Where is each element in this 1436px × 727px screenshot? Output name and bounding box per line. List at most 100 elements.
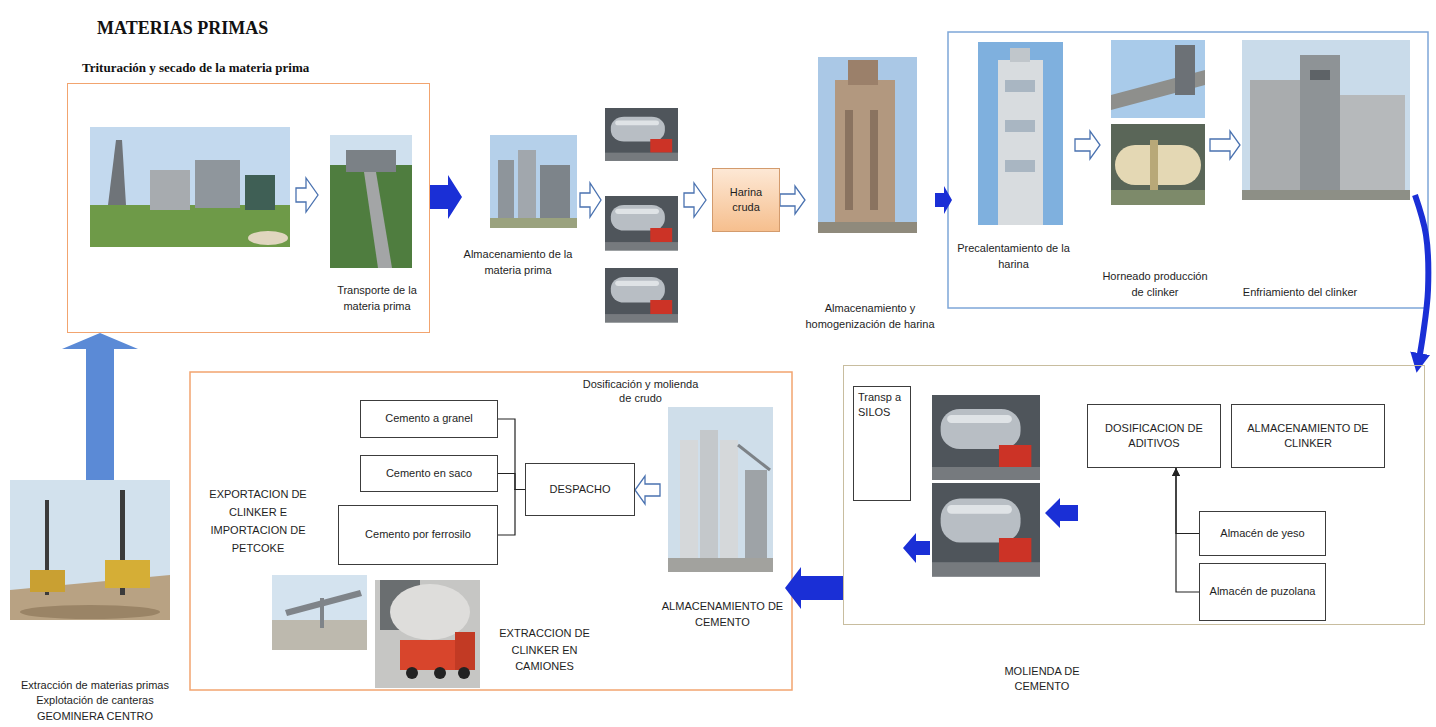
silo-slot xyxy=(845,110,853,210)
silo xyxy=(700,430,718,562)
photo-step: ALMACENAMIENTO DE CEMENTO xyxy=(660,405,785,630)
flow-arrow xyxy=(1045,498,1078,528)
drill-machine xyxy=(105,560,150,588)
photo-ground xyxy=(272,620,367,650)
silo-top xyxy=(848,60,878,85)
flow-arrow xyxy=(903,533,930,563)
note-box: EXTRACCION DE CLINKER EN CAMIONES xyxy=(492,625,597,675)
tower xyxy=(745,470,767,562)
photo-caption: Transporte de la materia prima xyxy=(323,283,431,314)
feed-line xyxy=(1176,468,1199,592)
silo xyxy=(518,150,536,220)
silo-slot xyxy=(870,110,878,210)
mill-photo xyxy=(932,395,1040,480)
box-label: ALMACENAMIENTO DE CLINKER xyxy=(1238,421,1378,452)
box-label: DESPACHO xyxy=(550,482,611,497)
silo-building xyxy=(835,80,895,233)
kiln-frame xyxy=(948,32,1428,308)
note-label: EXTRACCION DE CLINKER EN CAMIONES xyxy=(492,625,597,675)
flow-curve xyxy=(1415,195,1428,365)
photo-caption: Precalentamiento de la harina xyxy=(952,241,1075,272)
photo-step: Almacenamiento de la materia prima xyxy=(462,133,574,278)
photo-trees xyxy=(330,135,412,268)
flow-arrow xyxy=(430,175,462,219)
support xyxy=(320,598,324,628)
rubble xyxy=(20,605,160,619)
photo-sky xyxy=(1111,40,1205,118)
photo-sky xyxy=(90,127,290,247)
mill-photo xyxy=(932,483,1040,577)
process-frame: Trituración y secado de la materia prima… xyxy=(67,83,430,333)
conveyor xyxy=(738,445,770,470)
photo-sky xyxy=(668,407,773,572)
mill-photo xyxy=(605,268,678,322)
branch-line xyxy=(498,490,525,536)
flow-arrow-outline xyxy=(684,183,706,217)
box-label: Cemento por ferrosilo xyxy=(365,527,471,542)
note-box: EXPORTACION DE CLINKER E IMPORTACION DE … xyxy=(193,485,323,558)
homogenization-silo-photo xyxy=(818,57,917,233)
conveyor-head xyxy=(346,150,396,172)
flow-arrow-outline xyxy=(580,183,601,217)
photo-caption: GEOMINERA CENTRO xyxy=(10,709,180,724)
photo-ground xyxy=(668,558,773,572)
process-box: Harina cruda xyxy=(712,168,780,232)
tower-floor xyxy=(1005,80,1035,92)
mill-photo xyxy=(605,108,678,161)
photo-sky xyxy=(272,575,367,650)
branch-line xyxy=(498,419,525,490)
photo-step: Almacenamiento y homogenización de harin… xyxy=(805,57,935,332)
photo-step: Extracción de materias primasExplotación… xyxy=(10,480,180,724)
note-box: Dosificación y molienda de crudo xyxy=(578,377,703,406)
photo-step: Transporte de la materia prima xyxy=(323,134,431,314)
cooler-building xyxy=(1300,55,1340,200)
photo-step: Enfriamiento del clinker xyxy=(1240,40,1415,300)
cyclone xyxy=(1010,48,1030,62)
flow-arrow-outline xyxy=(635,476,660,504)
silo xyxy=(680,440,698,562)
photo-caption: Almacenamiento y homogenización de harin… xyxy=(805,301,935,332)
process-box: Transp a SILOS xyxy=(853,386,911,501)
frame-heading: MOLIENDA DE CEMENTO xyxy=(992,664,1092,695)
photo-sky xyxy=(818,57,917,233)
flow-arrow-outline xyxy=(296,178,318,212)
truck-cab xyxy=(455,632,475,670)
silo xyxy=(720,440,738,562)
photo-step: Precalentamiento de la harina xyxy=(952,40,1075,272)
box-label: DOSIFICACION DE ADITIVOS xyxy=(1094,421,1214,452)
box-label: Cemento en saco xyxy=(386,466,472,481)
photo-caption: Explotación de canteras xyxy=(10,693,180,708)
crusher-building xyxy=(150,170,190,210)
process-box: DESPACHO xyxy=(525,463,635,516)
flow-arrow xyxy=(785,567,843,609)
note-label: EXPORTACION DE CLINKER E IMPORTACION DE … xyxy=(193,485,323,558)
photo-ground xyxy=(818,222,917,233)
process-box: Cemento por ferrosilo xyxy=(338,505,498,565)
process-box: Cemento a granel xyxy=(360,400,498,438)
window xyxy=(1310,70,1330,80)
page-title: MATERIAS PRIMAS xyxy=(97,16,268,41)
truck-photo xyxy=(375,580,480,688)
flow-arrow-outline xyxy=(1075,131,1100,159)
photo-sky xyxy=(1242,40,1410,200)
tower-floor xyxy=(1005,120,1035,132)
silo xyxy=(540,165,570,220)
box-label: Harina cruda xyxy=(717,185,775,216)
process-box: Almacén de yeso xyxy=(1199,511,1326,556)
process-box: ALMACENAMIENTO DE CLINKER xyxy=(1231,404,1385,468)
photo-grass xyxy=(90,205,290,247)
export-photo xyxy=(272,575,367,650)
photo-caption: Enfriamiento del clinker xyxy=(1240,285,1360,300)
dispatch-frame xyxy=(190,372,792,690)
cooler-building xyxy=(1340,95,1405,200)
cooler-building xyxy=(1250,80,1300,200)
box-label: Cemento a granel xyxy=(385,411,472,426)
kiln-ring xyxy=(1150,140,1158,190)
preheater-tower xyxy=(998,60,1043,225)
photo-ground xyxy=(1242,190,1410,200)
kiln-structure xyxy=(1175,45,1195,95)
photo-ground xyxy=(1111,124,1205,205)
process-box: Almacén de puzolana xyxy=(1199,563,1326,621)
wheel xyxy=(458,667,470,679)
